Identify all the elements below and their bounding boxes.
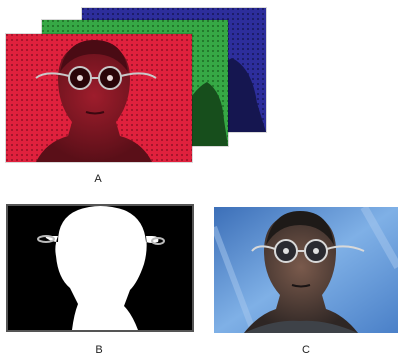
label-b: B <box>95 344 103 356</box>
alpha-mask-image <box>6 204 194 332</box>
label-c: C <box>302 344 310 356</box>
composite-image <box>214 207 398 333</box>
red-channel-image <box>6 34 192 162</box>
label-a: A <box>94 173 102 185</box>
